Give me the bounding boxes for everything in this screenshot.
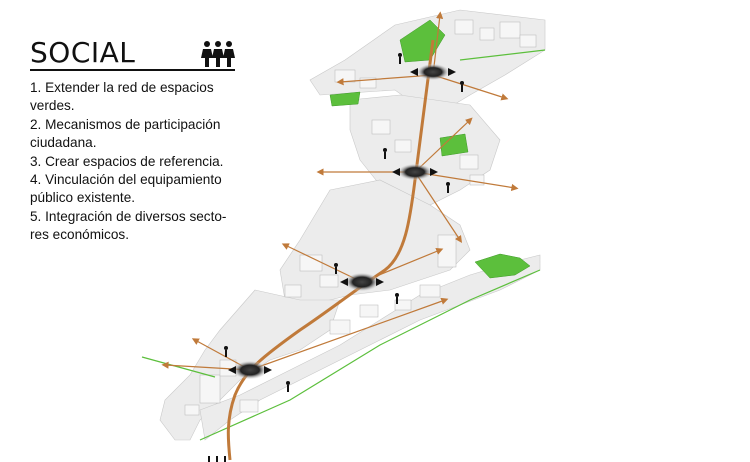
pedestrian-icon: [460, 81, 464, 92]
pedestrian-icon: [334, 263, 338, 274]
bottom-pedestrians: [208, 456, 226, 462]
hub-nodes: [233, 64, 449, 379]
list-item: 1. Extender la red de espacios: [30, 80, 214, 95]
pedestrian-icon: [446, 182, 450, 193]
direction-arrows: [228, 68, 456, 374]
title-underline: [30, 69, 235, 71]
panel-title: SOCIAL: [30, 36, 136, 69]
pedestrian-icon: [224, 346, 228, 357]
direction-arrow-icon: [228, 366, 236, 374]
direction-arrow-icon: [430, 168, 438, 176]
list-item: público existente.: [30, 190, 136, 206]
direction-arrow-icon: [340, 278, 348, 286]
direction-arrow-icon: [410, 68, 418, 76]
list-item: 3. Crear espacios de referencia.: [30, 153, 224, 169]
direction-arrow-icon: [264, 366, 272, 374]
list-item: verdes.: [30, 98, 75, 114]
hub-node-icon: [345, 273, 379, 291]
list-item: 4. Vinculación del equipamiento: [30, 172, 222, 188]
objectives-list: 1. Extender la red de espacios verdes. 2…: [30, 79, 245, 245]
pedestrian-icon: [398, 53, 402, 64]
green-spaces: [329, 19, 531, 279]
hub-node-icon: [233, 361, 267, 379]
people-group-icon: [201, 41, 235, 67]
pedestrian-icon: [383, 148, 387, 159]
pedestrian-icon: [395, 293, 399, 304]
radiating-connections: [161, 11, 519, 371]
green-edge-lines: [141, 49, 546, 441]
list-item: ciudadana.: [30, 135, 97, 151]
pedestrian-icon: [286, 381, 290, 392]
direction-arrow-icon: [448, 68, 456, 76]
hub-node-icon: [398, 164, 432, 180]
building-blocks: [184, 19, 537, 416]
pedestrians: [224, 53, 464, 392]
list-item: res económicos.: [30, 227, 129, 243]
list-item: 2. Mecanismos de participación: [30, 116, 221, 132]
direction-arrow-icon: [376, 278, 384, 286]
direction-arrow-icon: [392, 168, 400, 176]
hub-node-icon: [417, 64, 449, 80]
list-item: 5. Integración de diversos secto-: [30, 208, 227, 224]
